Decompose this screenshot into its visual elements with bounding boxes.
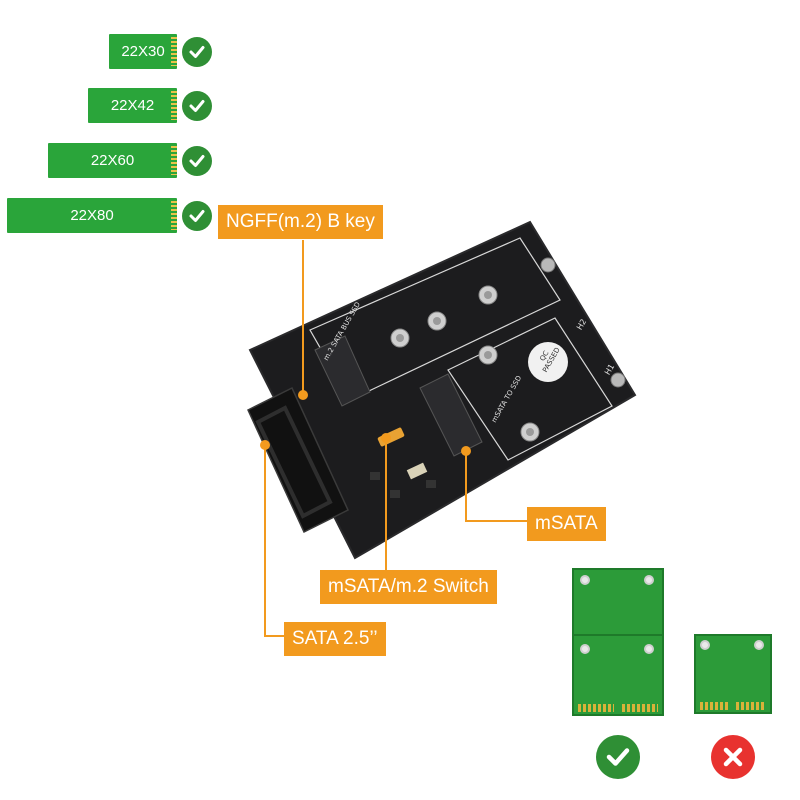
ssd-label: 22X30: [121, 43, 165, 60]
msata-leader-line: [465, 452, 467, 522]
ssd-22x42: 22X42: [88, 88, 177, 123]
check-icon: [182, 91, 212, 121]
check-icon: [182, 201, 212, 231]
check-icon: [596, 735, 640, 779]
msata-leader-line-h: [465, 520, 527, 522]
ssd-22x80: 22X80: [7, 198, 177, 233]
sata-leader-line-h: [264, 635, 284, 637]
check-icon: [182, 37, 212, 67]
sata-marker-dot: [260, 440, 270, 450]
switch-leader-line: [385, 440, 387, 580]
gold-contacts: [171, 37, 177, 66]
ssd-22x60: 22X60: [48, 143, 177, 178]
msata-marker-dot: [461, 446, 471, 456]
ssd-22x30: 22X30: [109, 34, 177, 69]
check-icon: [182, 146, 212, 176]
ssd-label: 22X80: [70, 207, 114, 224]
msata-callout: mSATA: [527, 507, 606, 541]
gold-contacts: [578, 704, 614, 712]
gold-contacts: [736, 702, 766, 710]
sata-callout: SATA 2.5’’: [284, 622, 386, 656]
adapter-board: [247, 220, 637, 560]
gold-contacts: [171, 91, 177, 120]
msata-half-card: [694, 634, 772, 714]
ssd-label: 22X60: [90, 152, 135, 169]
switch-marker-dot: [381, 433, 391, 443]
ngff-callout: NGFF(m.2) B key: [218, 205, 383, 239]
gold-contacts: [171, 146, 177, 175]
gold-contacts: [700, 702, 730, 710]
sata-leader-line: [264, 448, 266, 636]
error-x-icon: [711, 735, 755, 779]
msata-full-card: [572, 568, 664, 716]
ssd-label: 22X42: [110, 97, 155, 114]
gold-contacts: [622, 704, 658, 712]
switch-callout: mSATA/m.2 Switch: [320, 570, 497, 604]
gold-contacts: [171, 201, 177, 230]
ngff-marker-dot: [298, 390, 308, 400]
ngff-leader-line: [302, 240, 304, 395]
